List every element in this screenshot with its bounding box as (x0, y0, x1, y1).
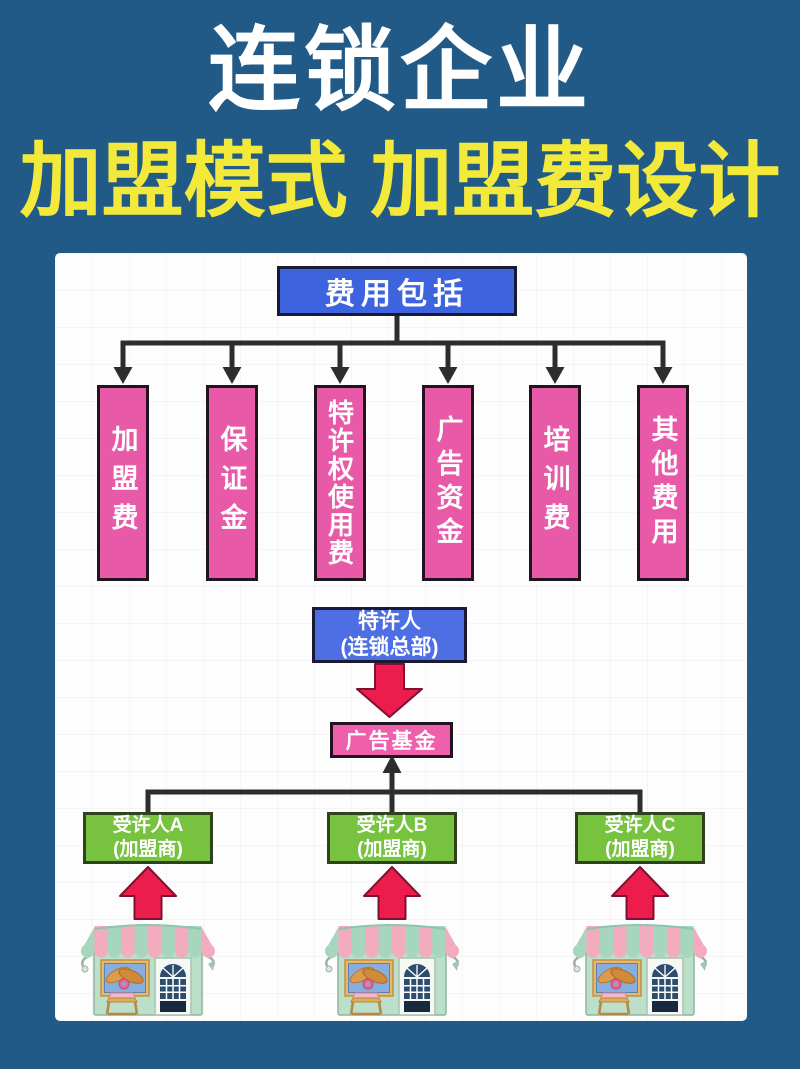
storefront-icon (322, 918, 462, 1018)
franchisee-a-label: 受许人A (112, 814, 184, 836)
ad-fund-box: 广告基金 (330, 722, 453, 758)
main-title: 连锁企业 (207, 20, 592, 122)
franchisee-a-sublabel: (加盟商) (113, 839, 183, 860)
sub-title: 加盟模式 加盟费设计 (19, 136, 781, 227)
red-arrow-up (611, 866, 669, 920)
franchisee-box-a: 受许人A (加盟商) (83, 812, 213, 864)
franchisor-box: 特许人 (连锁总部) (312, 607, 467, 663)
franchisee-c-label: 受许人C (604, 814, 676, 836)
flowchart-card: 费用包括 加盟费 保证金 特许权使用费 广告资金 培训费 其他费用 特许人 (连… (55, 253, 747, 1021)
red-arrow-down (356, 663, 423, 718)
storefront-icon (78, 918, 218, 1018)
franchisee-b-sublabel: (加盟商) (357, 839, 427, 860)
franchisor-sublabel: (连锁总部) (340, 636, 439, 659)
fees-root-box: 费用包括 (277, 266, 517, 316)
fee-item-box-3: 特许权使用费 (314, 385, 366, 581)
fee-item-box-6: 其他费用 (637, 385, 689, 581)
franchisee-box-b: 受许人B (加盟商) (327, 812, 457, 864)
franchisor-label: 特许人 (358, 610, 421, 634)
red-arrow-up (119, 866, 177, 920)
fee-item-box-4: 广告资金 (422, 385, 474, 581)
fee-item-box-1: 加盟费 (97, 385, 149, 581)
franchisee-b-label: 受许人B (356, 814, 428, 836)
fee-item-box-5: 培训费 (529, 385, 581, 581)
fee-item-box-2: 保证金 (206, 385, 258, 581)
connector-lines (113, 313, 673, 920)
storefront-icon (570, 918, 710, 1018)
franchisee-c-sublabel: (加盟商) (605, 839, 675, 860)
red-arrow-up (363, 866, 421, 920)
franchisee-box-c: 受许人C (加盟商) (575, 812, 705, 864)
